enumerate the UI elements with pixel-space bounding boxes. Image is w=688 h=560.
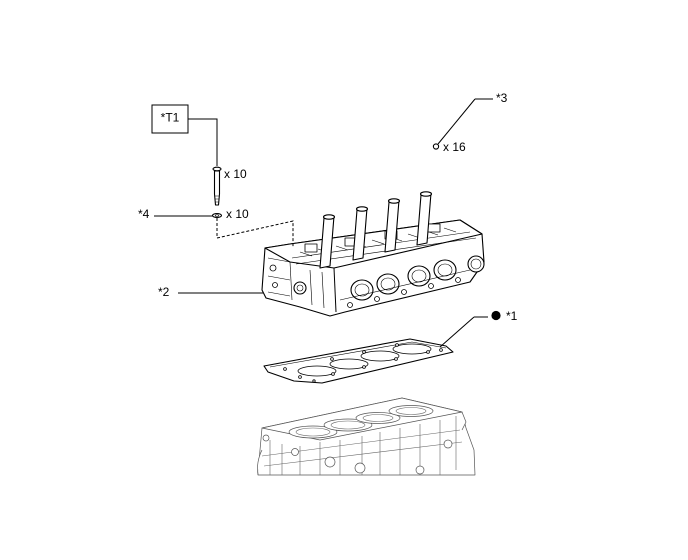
cylinder-head-gasket-illustration bbox=[263, 338, 454, 384]
cylinder-block-illustration bbox=[257, 397, 476, 476]
washer-part-label: *4 bbox=[138, 207, 150, 221]
head-bolt-illustration bbox=[212, 166, 222, 206]
filled-circle-icon bbox=[491, 310, 501, 321]
tool-callout-label: *T1 bbox=[161, 111, 180, 125]
tool-callout-box bbox=[151, 104, 189, 134]
small-ring-part-illustration bbox=[432, 143, 440, 150]
washer-illustration bbox=[211, 212, 223, 219]
gasket-part-label: *1 bbox=[506, 309, 518, 323]
valve-quantity-label: x 16 bbox=[443, 140, 466, 154]
cylinder-head-illustration bbox=[261, 191, 485, 317]
bolt-quantity-label: x 10 bbox=[224, 167, 247, 181]
cylinder-head-label: *2 bbox=[158, 285, 170, 299]
valve-part-label: *3 bbox=[496, 91, 508, 105]
leader-lines bbox=[154, 98, 493, 348]
washer-quantity-label: x 10 bbox=[226, 207, 249, 221]
